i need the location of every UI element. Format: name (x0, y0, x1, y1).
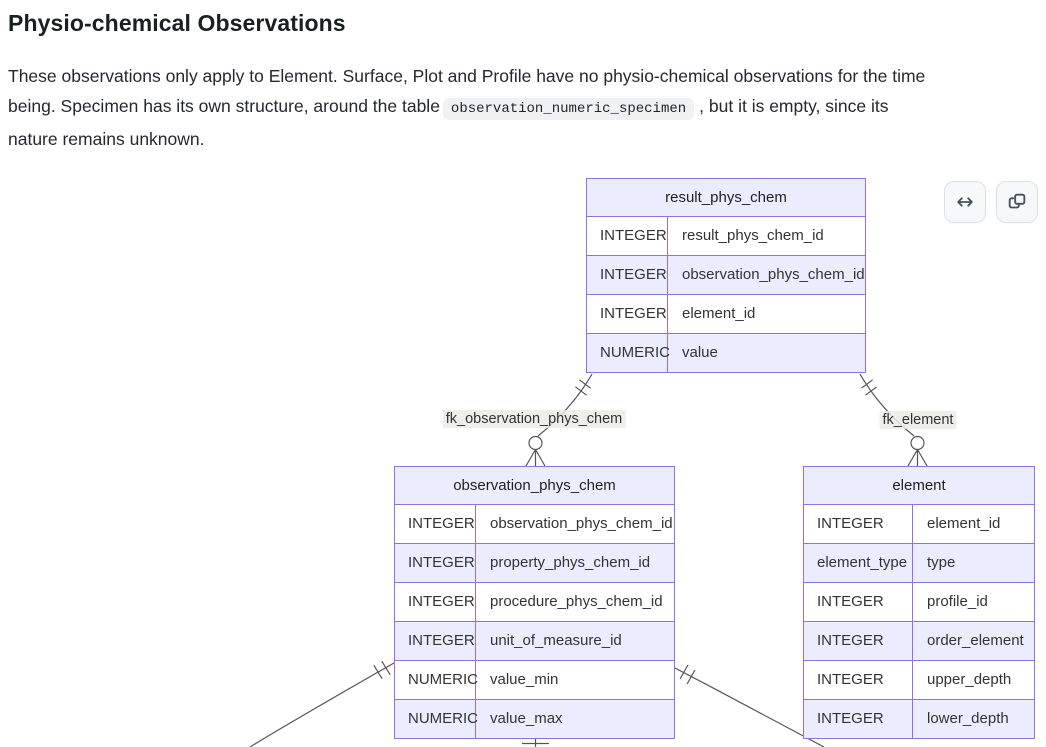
attribute-name: element_id (927, 515, 1001, 532)
attribute-row: INTEGER element_id (587, 295, 865, 334)
attribute-type: INTEGER (587, 295, 668, 333)
attribute-name: value (682, 344, 718, 361)
attribute-row: element_type type (804, 544, 1034, 583)
attribute-name: type (927, 554, 956, 571)
entity-observation-phys-chem: observation_phys_chem INTEGER observatio… (394, 466, 675, 739)
attribute-type: element_type (804, 544, 913, 582)
attribute-row: INTEGER property_phys_chem_id (395, 544, 674, 583)
attribute-row: INTEGER result_phys_chem_id (587, 217, 865, 256)
attribute-type: INTEGER (804, 700, 913, 738)
paragraph-line-1: These observations only apply to Element… (8, 66, 926, 86)
entity-result-phys-chem: result_phys_chem INTEGER result_phys_che… (586, 178, 866, 373)
attribute-name: lower_depth (927, 710, 1009, 727)
attribute-name: element_id (682, 305, 756, 322)
paragraph-line-2-text: being. Specimen has its own structure, a… (8, 96, 440, 116)
attribute-name: procedure_phys_chem_id (490, 593, 663, 610)
attribute-name: result_phys_chem_id (682, 227, 824, 244)
relationship-line-bottom-center (522, 739, 549, 747)
entity-title: element (804, 467, 1034, 505)
attribute-type: NUMERIC (587, 334, 670, 372)
attribute-row: INTEGER order_element (804, 622, 1034, 661)
attribute-type: INTEGER (395, 505, 476, 543)
attribute-name: value_min (490, 671, 559, 688)
attribute-type: NUMERIC (395, 661, 478, 699)
attribute-row: INTEGER profile_id (804, 583, 1034, 622)
relationship-label-fk-element: fk_element (879, 411, 957, 429)
attribute-type: INTEGER (804, 505, 913, 543)
attribute-type: INTEGER (587, 256, 668, 294)
attribute-row: INTEGER procedure_phys_chem_id (395, 583, 674, 622)
paragraph-line-2-tail: , but it is empty, since its (699, 96, 889, 116)
expand-diagram-button[interactable] (944, 181, 986, 223)
attribute-name: value_max (490, 710, 563, 727)
copy-icon (1006, 191, 1028, 213)
attribute-row: NUMERIC value_max (395, 700, 674, 738)
attribute-type: INTEGER (395, 544, 476, 582)
entity-title: result_phys_chem (587, 179, 865, 217)
attribute-type: NUMERIC (395, 700, 478, 738)
attribute-type: INTEGER (395, 622, 476, 660)
attribute-type: INTEGER (587, 217, 668, 255)
relationship-label-fk-observation-phys-chem: fk_observation_phys_chem (442, 410, 626, 428)
attribute-name: profile_id (927, 593, 988, 610)
attribute-name: property_phys_chem_id (490, 554, 651, 571)
copy-diagram-button[interactable] (996, 181, 1038, 223)
intro-paragraph: These observations only apply to Element… (8, 61, 1046, 154)
attribute-type: INTEGER (395, 583, 476, 621)
attribute-row: INTEGER lower_depth (804, 700, 1034, 738)
attribute-row: INTEGER upper_depth (804, 661, 1034, 700)
page-title: Physio-chemical Observations (8, 10, 346, 36)
attribute-type: INTEGER (804, 661, 913, 699)
paragraph-line-3: nature remains unknown. (8, 129, 205, 149)
attribute-name: observation_phys_chem_id (682, 266, 865, 283)
attribute-name: upper_depth (927, 671, 1012, 688)
attribute-row: NUMERIC value (587, 334, 865, 372)
relationship-line-bottom-right (674, 664, 825, 747)
relationship-line-bottom-left (249, 660, 395, 747)
attribute-name: observation_phys_chem_id (490, 515, 673, 532)
arrows-left-right-icon (954, 191, 976, 213)
attribute-name: order_element (927, 632, 1024, 649)
attribute-row: INTEGER unit_of_measure_id (395, 622, 674, 661)
attribute-name: unit_of_measure_id (490, 632, 622, 649)
entity-element: element INTEGER element_id element_type … (803, 466, 1035, 739)
attribute-type: INTEGER (804, 622, 913, 660)
entity-title: observation_phys_chem (395, 467, 674, 505)
attribute-row: INTEGER observation_phys_chem_id (587, 256, 865, 295)
attribute-row: INTEGER element_id (804, 505, 1034, 544)
attribute-type: INTEGER (804, 583, 913, 621)
paragraph-line-2: being. Specimen has its own structure, a… (8, 91, 1046, 124)
inline-code-table-name: observation_numeric_specimen (442, 98, 695, 120)
attribute-row: NUMERIC value_min (395, 661, 674, 700)
attribute-row: INTEGER observation_phys_chem_id (395, 505, 674, 544)
